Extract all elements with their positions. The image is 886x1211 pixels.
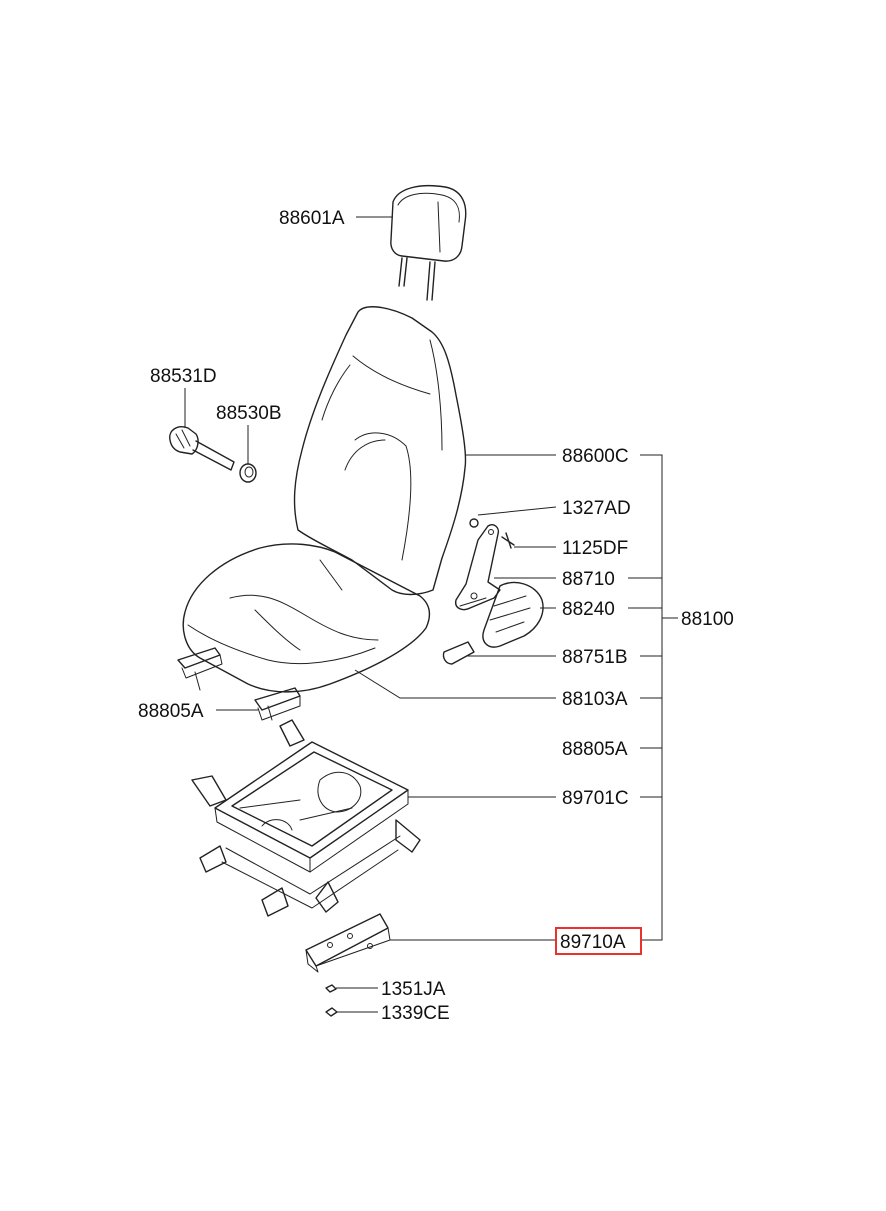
- label-88601A[interactable]: 88601A: [279, 208, 345, 229]
- highlight-box: [555, 927, 642, 955]
- seat-frame-drawing: [191, 719, 421, 917]
- label-88805A-left[interactable]: 88805A: [138, 701, 204, 722]
- label-1125DF[interactable]: 1125DF: [562, 538, 628, 559]
- lumbar-knob-drawing: [169, 426, 257, 483]
- label-88530B[interactable]: 88530B: [216, 403, 282, 424]
- label-1339CE[interactable]: 1339CE: [381, 1003, 450, 1024]
- label-88240[interactable]: 88240: [562, 599, 615, 620]
- seat-cushion-drawing: [182, 543, 431, 693]
- label-88600C[interactable]: 88600C: [562, 446, 629, 467]
- label-88710[interactable]: 88710: [562, 569, 615, 590]
- label-88751B[interactable]: 88751B: [562, 647, 628, 668]
- seat-rails-drawing: [177, 647, 301, 721]
- label-88805A-right[interactable]: 88805A: [562, 739, 628, 760]
- bracket-drawing: [305, 913, 391, 1017]
- label-89701C[interactable]: 89701C: [562, 788, 629, 809]
- label-1327AD[interactable]: 1327AD: [562, 498, 631, 519]
- recliner-drawing: [442, 518, 544, 665]
- label-1351JA[interactable]: 1351JA: [381, 979, 446, 1000]
- label-88531D[interactable]: 88531D: [150, 366, 217, 387]
- seat-back-drawing: [293, 306, 467, 596]
- part-labels: 88601A 88531D 88530B 88600C 1327AD 1125D…: [138, 208, 734, 1024]
- label-89710A[interactable]: 89710A: [560, 932, 626, 953]
- headrest-drawing: [390, 184, 467, 301]
- label-88100[interactable]: 88100: [681, 609, 734, 630]
- label-88103A[interactable]: 88103A: [562, 689, 628, 710]
- leader-lines: [184, 216, 678, 1013]
